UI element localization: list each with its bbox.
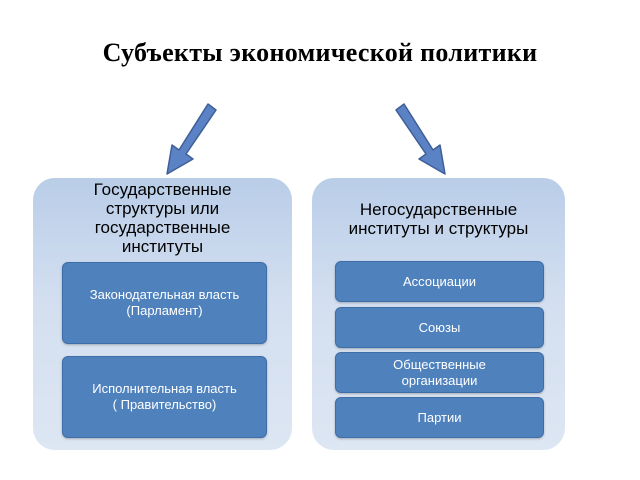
associations-box: Ассоциации (335, 261, 544, 302)
legislative-power-box: Законодательная власть (Парламент) (62, 262, 267, 344)
non-state-structures-title: Негосударственные институты и структуры (348, 200, 529, 238)
state-structures-panel: Государственные структуры или государств… (33, 178, 292, 450)
executive-power-box: Исполнительная власть ( Правительство) (62, 356, 267, 438)
public-organizations-box: Общественные организации (335, 352, 544, 393)
non-state-structures-panel: Негосударственные институты и структуры … (312, 178, 565, 450)
state-structures-title: Государственные структуры или государств… (93, 180, 232, 256)
page-title: Субъекты экономической политики (102, 38, 538, 67)
arrow-down-left-icon (166, 103, 217, 175)
unions-box: Союзы (335, 307, 544, 348)
arrow-down-right-icon (395, 103, 446, 175)
parties-box: Партии (335, 397, 544, 438)
